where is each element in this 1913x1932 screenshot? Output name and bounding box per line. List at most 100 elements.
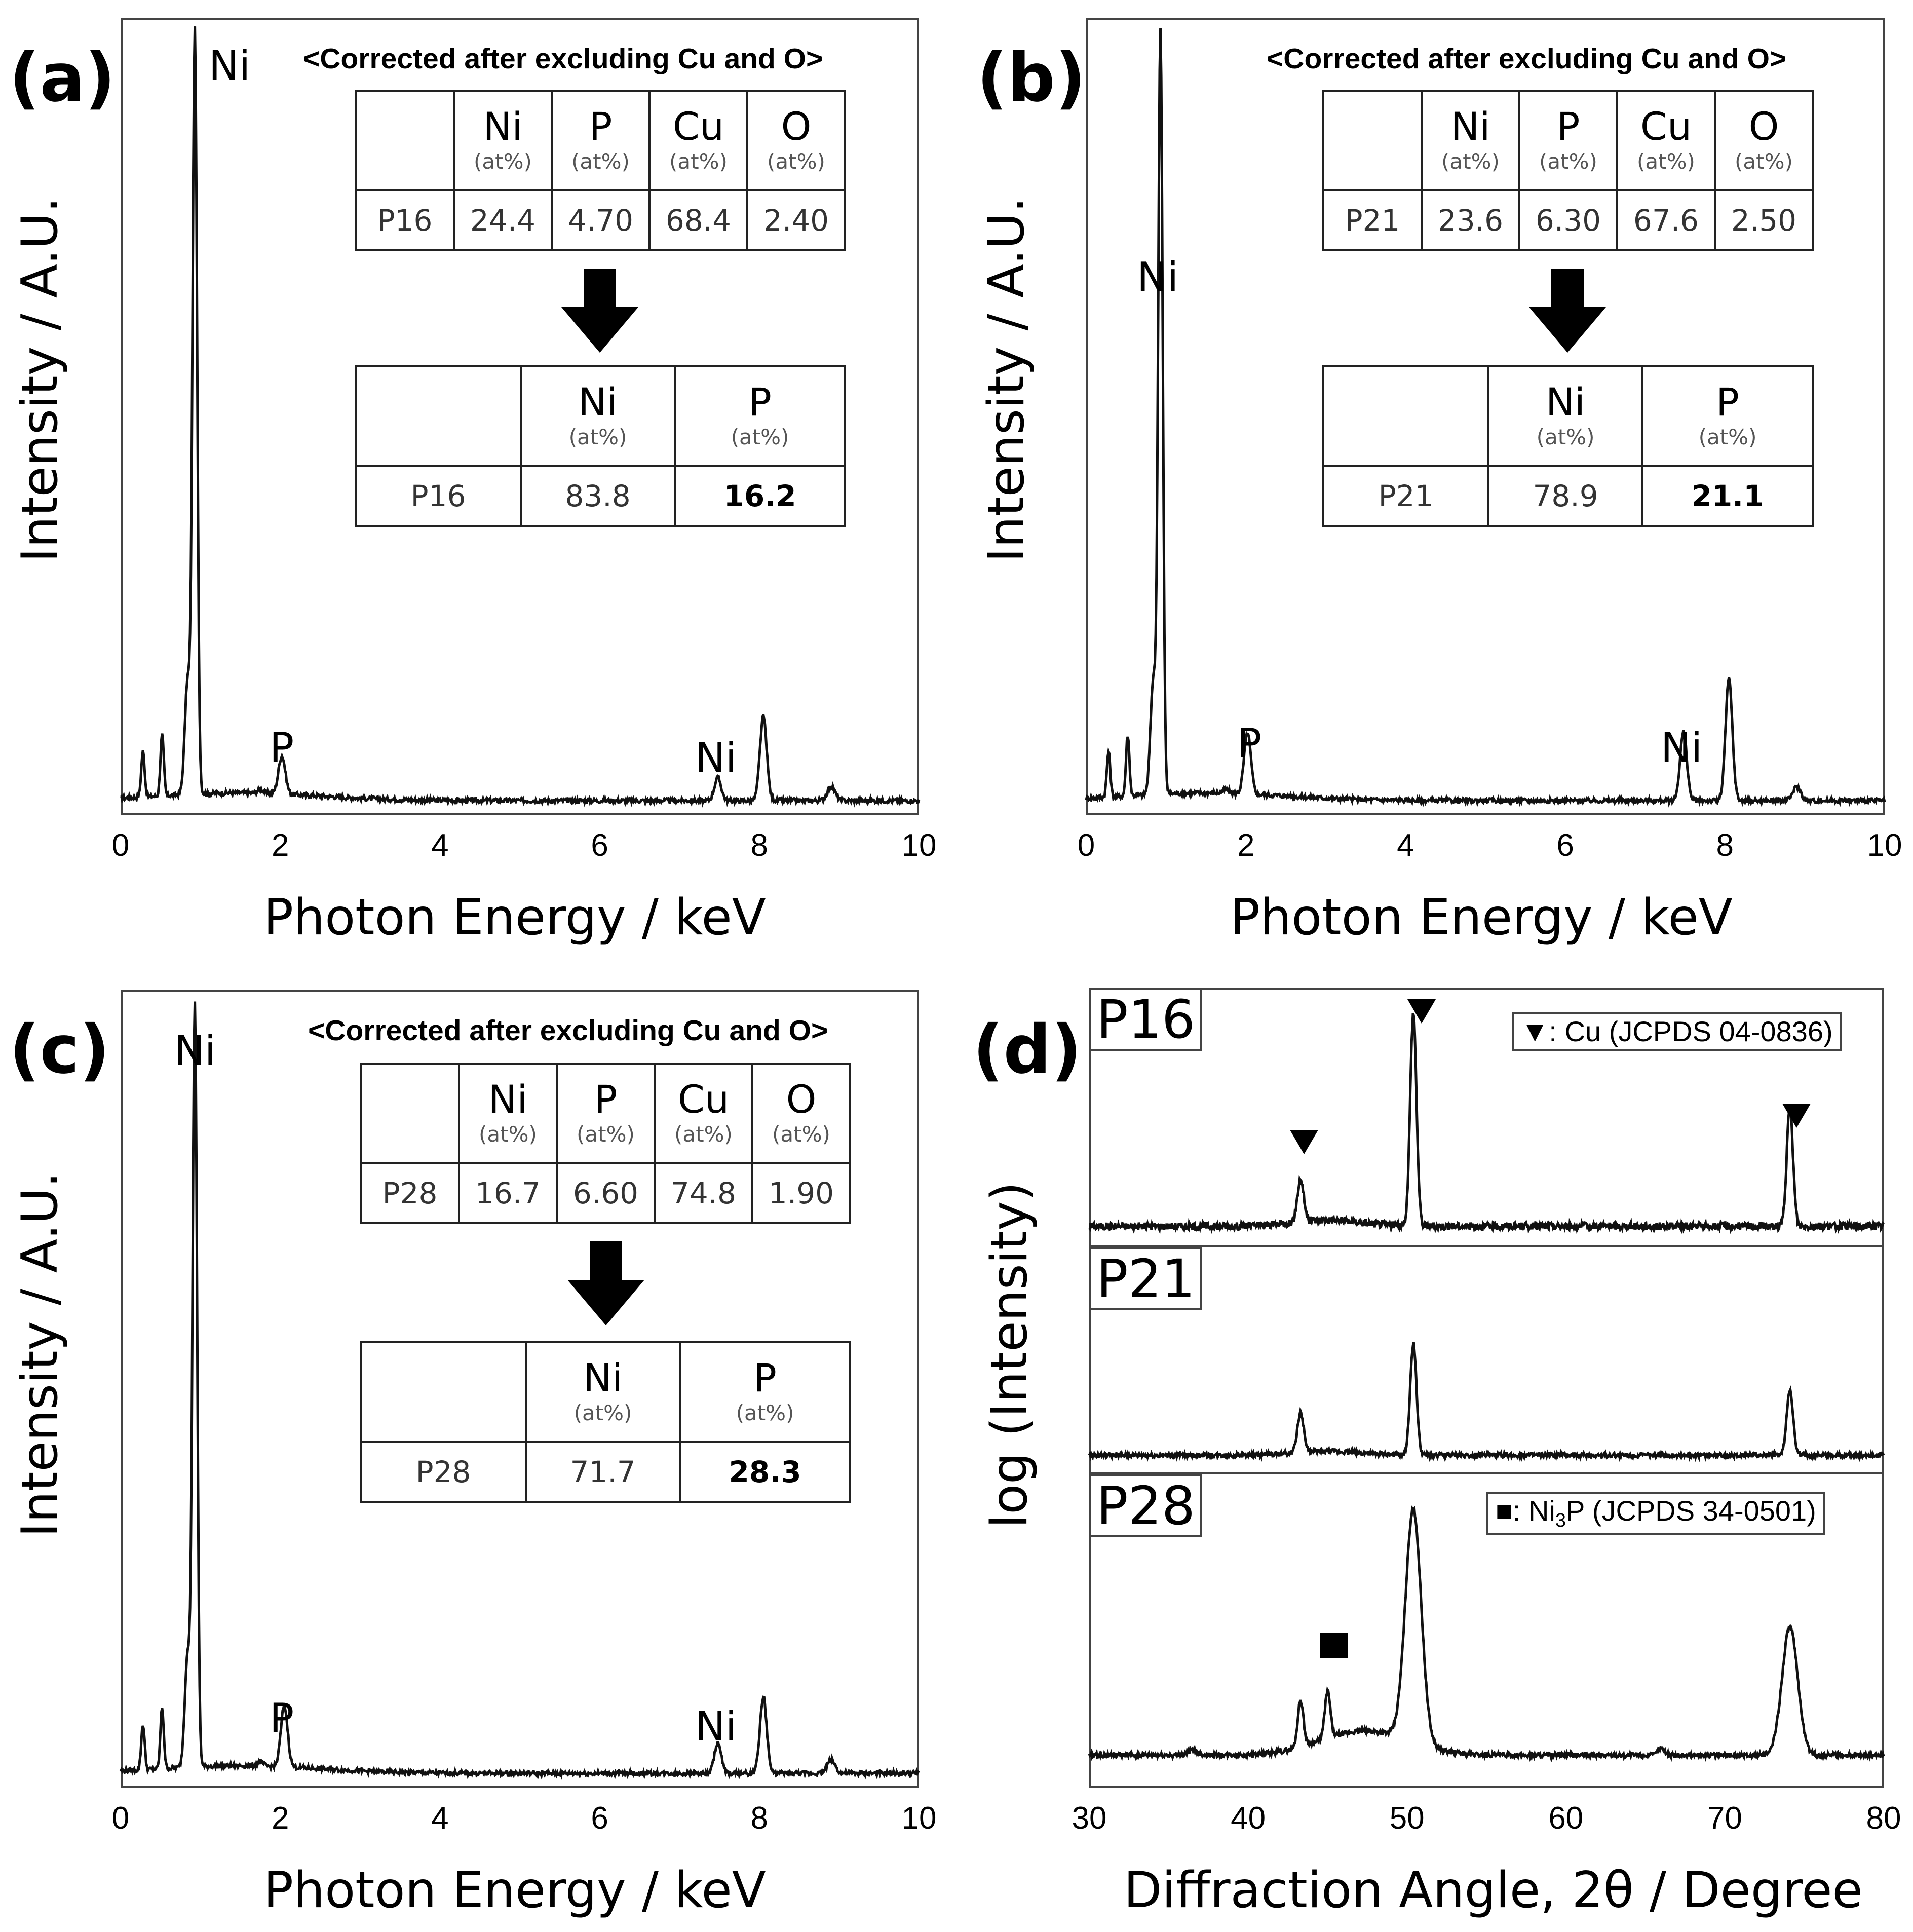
x-tick-label: 2: [1237, 828, 1255, 863]
cell-p: 4.70: [551, 189, 651, 251]
header-ni: Ni(at%): [519, 365, 676, 467]
x-axis-label: Diffraction Angle, 2θ / Degree: [1124, 1862, 1863, 1919]
header-cu: Cu(at%): [654, 1063, 753, 1164]
header-cu: Cu(at%): [648, 90, 748, 191]
panel-divider: [1089, 1245, 1884, 1247]
spectrum-line: [120, 26, 921, 808]
xrd-patterns: [1088, 1012, 1885, 1763]
peak-label-p: P: [270, 724, 294, 771]
x-tick-label: 70: [1707, 1801, 1742, 1836]
panel-letter: (d): [973, 1011, 1082, 1089]
header-cu: Cu(at%): [1616, 90, 1716, 191]
cell-p: 16.2: [674, 465, 846, 527]
table-corner: [355, 90, 455, 191]
header-ni: Ni(at%): [1421, 90, 1520, 191]
y-axis-label: Intensity / A.U.: [978, 197, 1036, 562]
header-p: P(at%): [1518, 90, 1618, 191]
x-tick-label: 8: [750, 828, 769, 863]
peak-label-ni: Ni: [209, 42, 251, 89]
x-tick-label: 8: [1716, 828, 1734, 863]
x-tick-label: 0: [111, 1801, 130, 1836]
x-tick-label: 30: [1072, 1801, 1107, 1836]
x-tick-label: 6: [591, 1801, 608, 1836]
panel-b: (b) Intensity / A.U. Photon Energy / keV…: [956, 0, 1913, 966]
xrd-line-p28: [1088, 1505, 1885, 1763]
correction-title: <Corrected after excluding Cu and O>: [303, 43, 823, 75]
x-tick-label: 2: [271, 828, 289, 863]
x-tick-label: 6: [1556, 828, 1574, 863]
peak-label-ni: Ni: [174, 1027, 216, 1074]
table-corner: [360, 1063, 460, 1164]
plot-area: [1089, 988, 1884, 1788]
header-p: P(at%): [551, 90, 651, 191]
cell-o: 1.90: [751, 1162, 851, 1224]
cell-ni: 83.8: [519, 465, 676, 527]
sample-name: P28: [360, 1441, 527, 1503]
x-tick-label: 4: [431, 828, 449, 863]
legend-ni3p: ■: Ni3P (JCPDS 34-0501): [1486, 1492, 1825, 1536]
sample-label-p21: P21: [1089, 1247, 1203, 1310]
down-arrow-icon: [1529, 269, 1606, 353]
cu-marker-icon: [1782, 1104, 1811, 1128]
composition-table-raw: Ni(at%) P(at%) Cu(at%) O(at%) P28 16.7 6…: [360, 1063, 851, 1224]
sample-label-p28: P28: [1089, 1474, 1203, 1537]
header-ni: Ni(at%): [458, 1063, 558, 1164]
cell-ni: 24.4: [453, 189, 553, 251]
correction-title: <Corrected after excluding Cu and O>: [1267, 43, 1787, 75]
x-tick-label: 8: [750, 1801, 769, 1836]
composition-table-corrected: Ni(at%) P(at%) P28 71.7 28.3: [360, 1341, 851, 1503]
header-ni: Ni(at%): [1487, 365, 1644, 467]
panel-c: (c) Intensity / A.U. Photon Energy / keV…: [0, 966, 956, 1932]
eds-spectrum: [1085, 28, 1886, 808]
table-corner: [1322, 90, 1423, 191]
sample-name: P16: [355, 465, 522, 527]
down-arrow-icon: [567, 1241, 644, 1325]
markers: [1290, 999, 1811, 1658]
x-tick-label: 50: [1389, 1801, 1425, 1836]
panel-letter: (c): [9, 1011, 110, 1089]
composition-table-raw: Ni(at%) P(at%) Cu(at%) O(at%) P16 24.4 4…: [355, 90, 846, 251]
y-axis-label: Intensity / A.U.: [11, 1171, 69, 1537]
x-tick-label: 0: [1077, 828, 1095, 863]
peak-label-ni: Ni: [1137, 254, 1179, 301]
panel-letter: (b): [977, 39, 1086, 117]
ni3p-marker-icon: [1320, 1633, 1348, 1658]
legend-ni3p-subscript: 3: [1555, 1510, 1566, 1532]
x-axis-label: Photon Energy / keV: [1230, 889, 1733, 946]
header-p: P(at%): [1641, 365, 1814, 467]
legend-ni3p-prefix: ■: Ni: [1496, 1495, 1555, 1527]
legend-ni3p-suffix: P (JCPDS 34-0501): [1565, 1495, 1816, 1527]
cell-cu: 74.8: [654, 1162, 753, 1224]
x-tick-label: 10: [1867, 828, 1902, 863]
x-axis-label: Photon Energy / keV: [263, 1862, 766, 1919]
legend-cu: ▼: Cu (JCPDS 04-0836): [1512, 1012, 1842, 1051]
cell-cu: 68.4: [648, 189, 748, 251]
header-ni: Ni(at%): [524, 1341, 681, 1443]
composition-table-corrected: Ni(at%) P(at%) P16 83.8 16.2: [355, 365, 846, 527]
cell-p: 6.30: [1518, 189, 1618, 251]
down-arrow-icon: [561, 269, 638, 353]
cu-marker-icon: [1407, 999, 1436, 1024]
x-tick-label: 60: [1548, 1801, 1584, 1836]
correction-title: <Corrected after excluding Cu and O>: [308, 1014, 828, 1047]
spectrum-line: [119, 1001, 920, 1781]
cell-ni: 23.6: [1421, 189, 1520, 251]
x-tick-label: 10: [901, 1801, 937, 1836]
sample-name: P28: [360, 1162, 460, 1224]
header-p: P(at%): [679, 1341, 851, 1443]
header-p: P(at%): [674, 365, 846, 467]
header-o: O(at%): [751, 1063, 851, 1164]
cell-p: 6.60: [556, 1162, 656, 1224]
header-p: P(at%): [556, 1063, 656, 1164]
eds-spectrum: [120, 26, 921, 808]
x-tick-label: 4: [431, 1801, 449, 1836]
y-axis-label: log (Intensity): [981, 1182, 1039, 1528]
composition-table-corrected: Ni(at%) P(at%) P21 78.9 21.1: [1322, 365, 1814, 527]
cell-ni: 16.7: [458, 1162, 558, 1224]
header-o: O(at%): [1714, 90, 1814, 191]
peak-label-p: P: [1237, 720, 1262, 767]
header-o: O(at%): [746, 90, 846, 191]
sample-name: P16: [355, 189, 455, 251]
xrd-line-p16: [1088, 1012, 1885, 1235]
x-tick-label: 6: [591, 828, 608, 863]
